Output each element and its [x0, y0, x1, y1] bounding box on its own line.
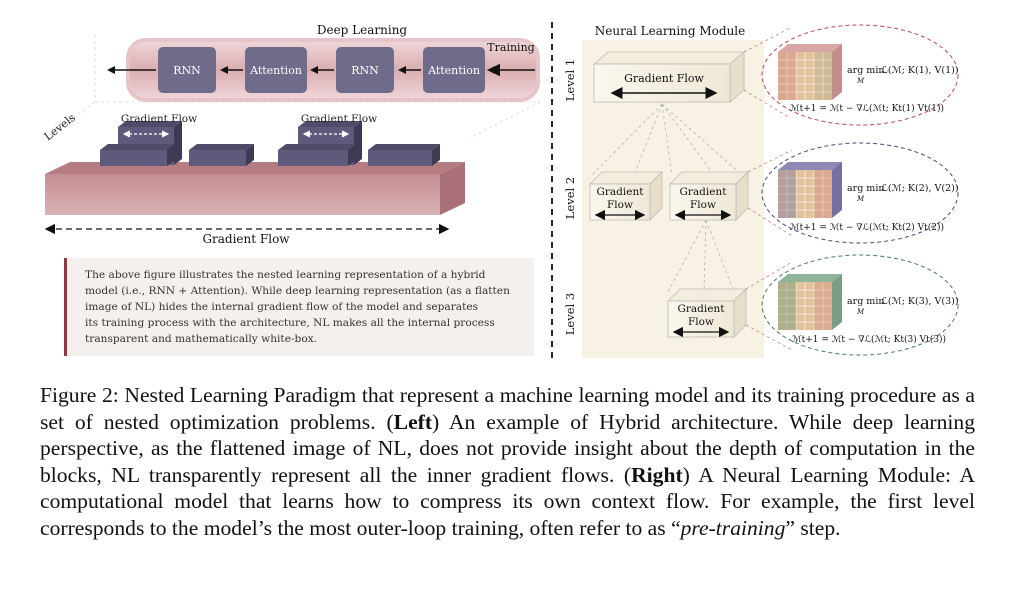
rnn-block-1: RNN [158, 47, 216, 93]
left-panel: Deep Learning Training RNN Attention RNN… [42, 23, 541, 246]
svg-text:RNN: RNN [351, 64, 379, 77]
level-2-box-a: Gradient Flow [589, 171, 663, 221]
gradient-flow-top-1: Gradient Flow [121, 113, 197, 125]
slab-blocks [100, 121, 440, 166]
svg-text:Flow: Flow [688, 316, 714, 328]
svg-text:arg min: arg min [847, 65, 884, 76]
caption-prefix: Figure 2: Nested Learning Paradigm that … [40, 383, 975, 434]
svg-text:RNN: RNN [173, 64, 201, 77]
caption-end: ” step. [785, 515, 841, 540]
memory-cube-2 [778, 162, 842, 218]
deep-learning-title: Deep Learning [317, 23, 408, 37]
level-3-optimizer: arg min M ℒ(ℳ; K(3), V(3)) ℳt+1 = ℳt − ∇… [761, 254, 959, 356]
caption-suffix: ) A Neural Learning Module: A computatio… [40, 462, 975, 540]
description-line: transparent and mathematically white-box… [85, 333, 318, 345]
level-1-optimizer: arg min M ℒ(ℳ; K(1), V(1)) ℳt+1 = ℳt − ∇… [761, 24, 959, 126]
svg-text:arg min: arg min [847, 183, 884, 194]
svg-text:Gradient: Gradient [597, 186, 645, 198]
caption-italic: pre-training [680, 515, 786, 540]
attention-block-2: Attention [423, 47, 485, 93]
training-label: Training [487, 41, 534, 54]
svg-text:Gradient: Gradient [678, 303, 726, 315]
svg-text:Gradient: Gradient [680, 186, 728, 198]
gradient-flow-top-2: Gradient Flow [301, 113, 377, 125]
caption-right-bold: Right [631, 462, 683, 487]
argmin-expr-1: ℒ(ℳ; K(1), V(1)) [881, 65, 959, 76]
svg-text:M: M [856, 195, 865, 203]
right-panel: Neural Learning Module Level 1 Level 2 L… [563, 24, 959, 358]
update-eq-2: ℳt+1 = ℳt − ∇ℒ(ℳt; Kt(2) Vt(2)) [790, 222, 944, 233]
svg-text:M: M [856, 77, 865, 85]
argmin-expr-2: ℒ(ℳ; K(2), V(2)) [881, 183, 959, 194]
level-2-optimizer: arg min M ℒ(ℳ; K(2), V(2)) ℳt+1 = ℳt − ∇… [761, 142, 959, 244]
svg-text:arg min: arg min [847, 296, 884, 307]
argmin-expr-3: ℒ(ℳ; K(3), V(3)) [881, 296, 959, 307]
caption-left-bold: Left [393, 409, 433, 434]
svg-text:Gradient Flow: Gradient Flow [624, 72, 704, 85]
description-line: model (i.e., RNN + Attention). While dee… [85, 285, 510, 297]
update-eq-3: ℳt+1 = ℳt − ∇ℒ(ℳt; Kt(3) Vt(3)) [792, 334, 946, 345]
level-1-label: Level 1 [563, 59, 577, 101]
description-line: The above figure illustrates the nested … [85, 269, 486, 281]
svg-text:Flow: Flow [607, 199, 633, 211]
attention-block-1: Attention [245, 47, 307, 93]
memory-cube-1 [778, 44, 842, 100]
level-2-label: Level 2 [563, 177, 577, 219]
figure-caption: Figure 2: Nested Learning Paradigm that … [40, 382, 975, 541]
level-2-box-b: Gradient Flow [669, 171, 749, 221]
description-line: image of NL) hides the internal gradient… [85, 301, 479, 313]
update-eq-1: ℳt+1 = ℳt − ∇ℒ(ℳt; Kt(1) Vt(1)) [790, 103, 944, 114]
svg-text:Flow: Flow [690, 199, 716, 211]
description-line: its training process with the architectu… [85, 317, 495, 329]
memory-cube-3 [778, 274, 842, 330]
level-3-box: Gradient Flow [667, 288, 747, 338]
levels-label: Levels [42, 111, 78, 143]
description-box: The above figure illustrates the nested … [64, 258, 534, 356]
svg-text:Attention: Attention [427, 64, 480, 77]
level-1-box: Gradient Flow [592, 51, 746, 103]
flattened-slab [45, 162, 465, 215]
gradient-flow-bottom-label: Gradient Flow [202, 232, 290, 246]
caption-middle: ) An example of Hybrid architecture. Whi… [40, 409, 975, 487]
neural-module-title: Neural Learning Module [595, 24, 746, 38]
figure: Deep Learning Training RNN Attention RNN… [42, 22, 959, 362]
svg-text:M: M [856, 308, 865, 316]
rnn-block-2: RNN [336, 47, 394, 93]
svg-text:Attention: Attention [249, 64, 302, 77]
level-3-label: Level 3 [563, 293, 577, 335]
